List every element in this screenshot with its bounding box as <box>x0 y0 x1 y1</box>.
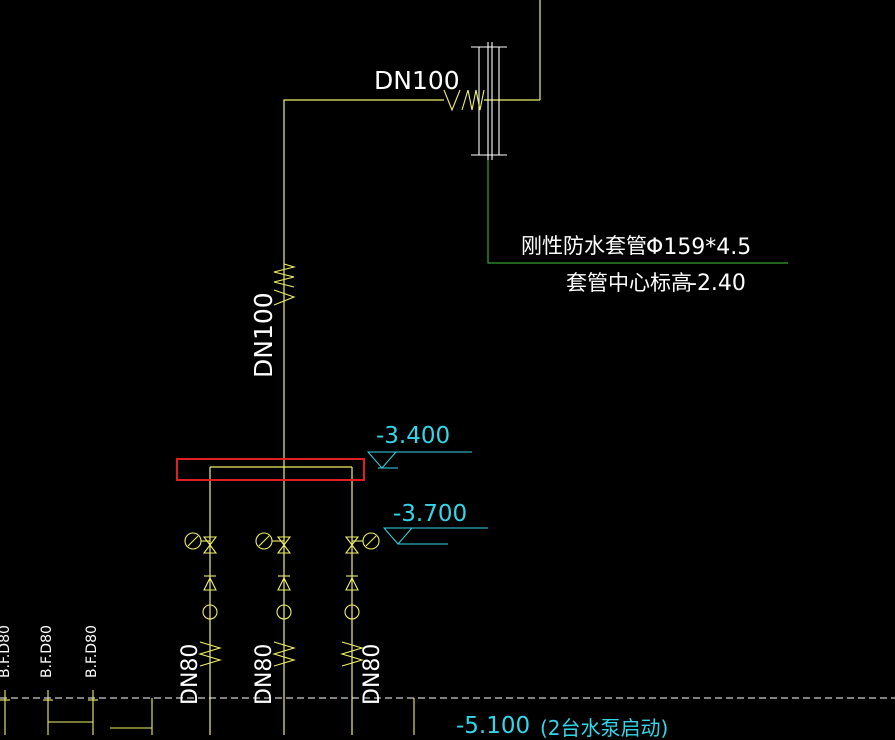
elevation-marker-upper <box>366 451 472 469</box>
sleeve-note-leader <box>487 160 788 264</box>
flex-joint-vertical-icon <box>273 263 297 306</box>
top-riser-pipe <box>283 0 541 455</box>
bf-label-2: B.F.D80 <box>39 625 55 678</box>
vertical-dn-label: DN100 <box>249 292 278 378</box>
pump-branch-3 <box>340 532 380 667</box>
sleeve-note-line2-value: -2.40 <box>689 271 746 296</box>
elevation-bottom-label: -5.100 <box>456 713 531 739</box>
bf-connectors <box>0 690 415 735</box>
bf-label-1: B.F.D80 <box>0 625 13 678</box>
pump-branch-1 <box>184 532 222 667</box>
flex-joint-top-icon <box>443 89 485 112</box>
bf-label-3: B.F.D80 <box>84 625 100 678</box>
sleeve-note-line1-spec: Φ159*4.5 <box>646 235 752 260</box>
pump-branch-2 <box>255 532 296 667</box>
elevation-marker-lower <box>382 527 488 545</box>
elevation-upper-label: -3.400 <box>376 423 451 449</box>
pump-header-pipes <box>209 455 353 735</box>
sleeve-note-line1-name: 刚性防水套管 <box>521 234 647 258</box>
highlight-box[interactable] <box>176 458 365 481</box>
wall-sleeve-symbol <box>471 42 507 160</box>
elevation-bottom-note: (2台水泵启动) <box>540 716 669 740</box>
top-dn-label: DN100 <box>374 66 460 95</box>
pump-2-dn-label: DN80 <box>252 643 277 705</box>
pump-3-dn-label: DN80 <box>360 643 385 705</box>
pump-1-dn-label: DN80 <box>178 643 203 705</box>
elevation-lower-label: -3.700 <box>393 501 468 527</box>
sleeve-note-line2-name: 套管中心标高 <box>566 271 692 295</box>
